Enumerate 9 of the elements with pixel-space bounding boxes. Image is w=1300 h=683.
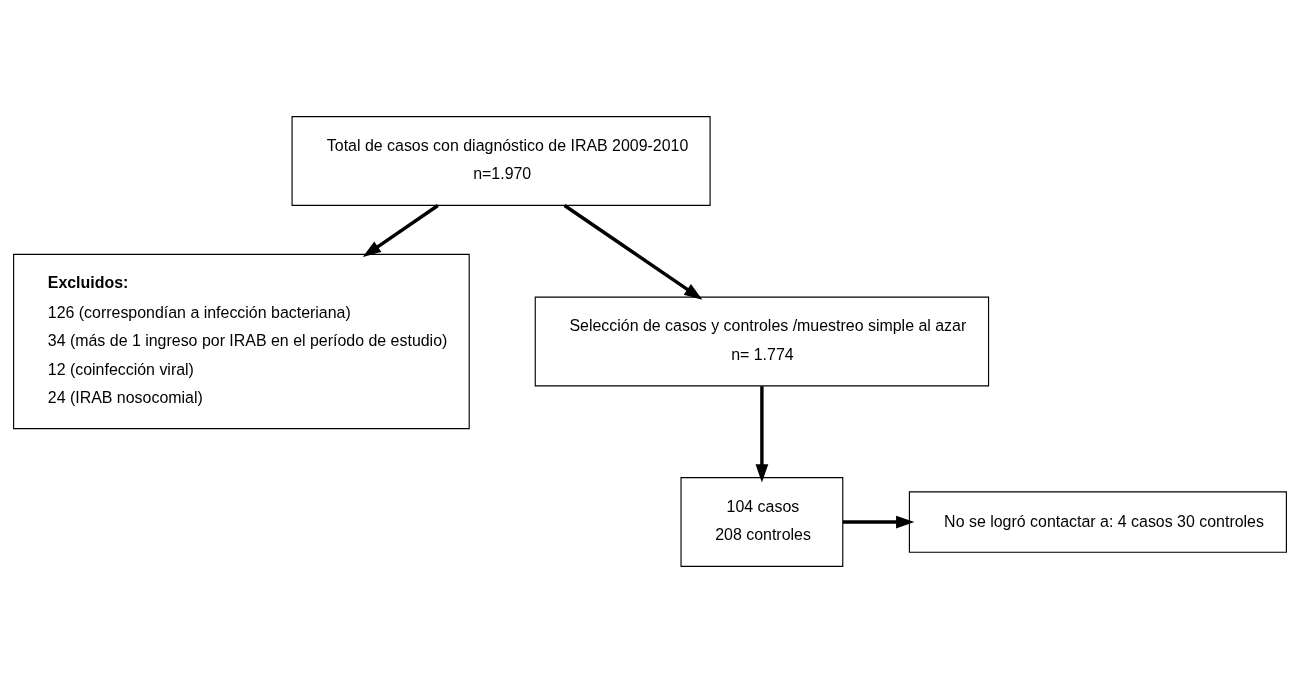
node-box: Total de casos con diagnóstico de IRAB 2009-2010 n=1.970 xyxy=(291,116,711,206)
arrow xyxy=(755,386,769,483)
arrow xyxy=(563,204,703,300)
node-box: Excluidos: 126 (correspondían a infección bacteriana) 34 (más de 1 ingreso por IRAB en el período de estudio) 12 (coinfección viral) 24 (IRAB nosocomial) xyxy=(13,253,470,430)
arrow xyxy=(362,204,439,258)
node-box: No se logró contactar a: 4 casos 30 controles xyxy=(908,491,1287,553)
node-box: Selección de casos y controles /muestreo simple al azar n= 1.774 xyxy=(534,296,990,387)
arrow xyxy=(842,515,915,529)
node-box: 104 casos 208 controles xyxy=(680,477,844,567)
